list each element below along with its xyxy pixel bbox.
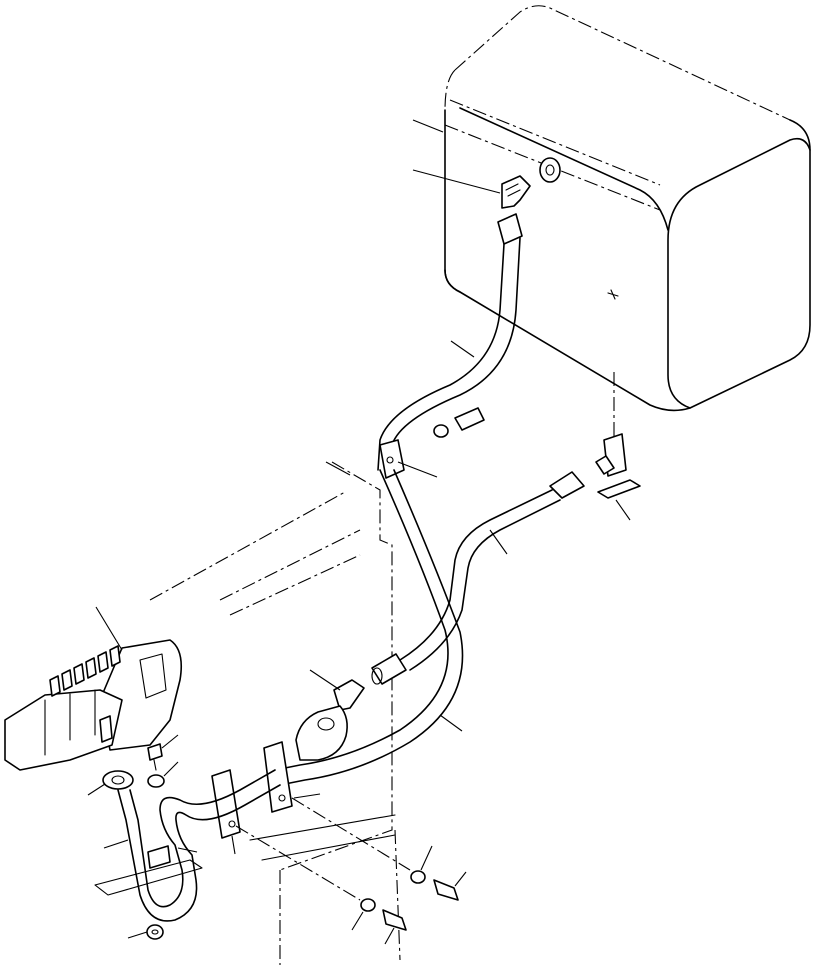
washer-left (147, 774, 165, 788)
lower-elbow (333, 679, 365, 711)
fuel-tank (444, 5, 811, 412)
tank-elbow-fitting (501, 157, 561, 209)
injection-pump (4, 639, 183, 771)
nut-bottom-left (146, 924, 164, 940)
lower-hose-clamp-right (263, 741, 293, 813)
upper-hose (377, 213, 523, 471)
lower-coupling (371, 653, 407, 685)
block-port (295, 705, 348, 761)
lower-hose (117, 769, 281, 922)
bolt-upper-left (147, 743, 163, 771)
main-hose (274, 469, 464, 786)
clamp-bolt-hardware (235, 797, 459, 931)
lower-hose-clamp-left (211, 769, 241, 839)
pump-inlet-banjo (102, 770, 134, 790)
tee-fitting (595, 372, 641, 499)
return-hose (399, 471, 585, 671)
callout-leaders (87, 119, 631, 945)
mounting-plate (94, 845, 203, 896)
engine-block-outline (149, 461, 401, 965)
hose-clamp-bracket (379, 407, 485, 479)
